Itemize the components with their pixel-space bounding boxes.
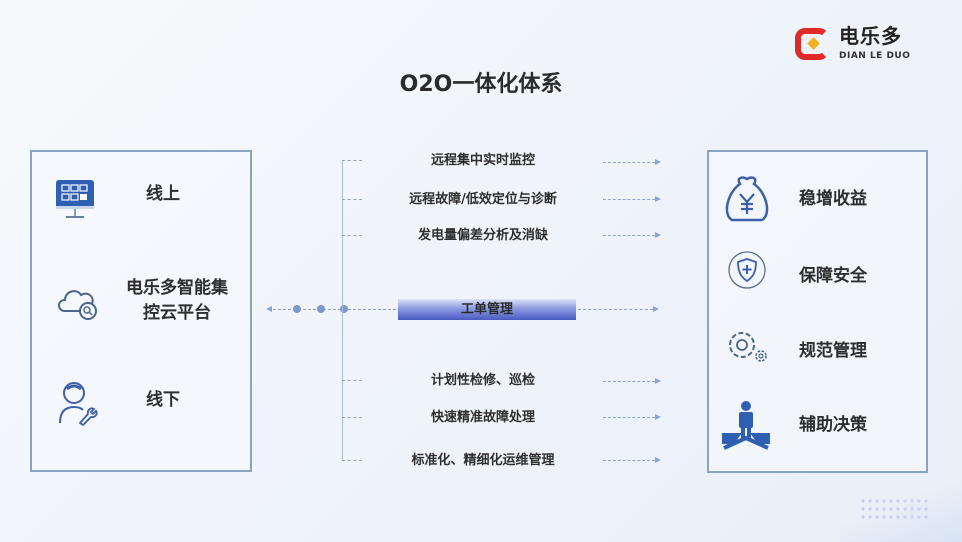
- arrow-right: [603, 378, 661, 384]
- pattern-dot: [868, 515, 872, 519]
- center-item: 快速精准故障处理: [430, 410, 535, 425]
- tree-branch: [342, 417, 362, 418]
- pattern-dot: [882, 515, 886, 519]
- pattern-dot: [924, 507, 928, 511]
- pattern-dot: [903, 507, 907, 511]
- pattern-dot: [896, 507, 900, 511]
- platform-label-line1: 电乐多智能集: [126, 278, 228, 298]
- dot-pattern-decoration: [861, 499, 928, 519]
- pattern-dot: [924, 499, 928, 503]
- arrow-right: [603, 414, 661, 420]
- shield-plus-icon: [728, 251, 766, 289]
- right-item: 稳增收益: [799, 189, 867, 209]
- pattern-dot: [889, 507, 893, 511]
- pattern-dot: [889, 499, 893, 503]
- pattern-dot: [896, 515, 900, 519]
- pattern-dot: [861, 515, 865, 519]
- tree-trunk: [342, 160, 343, 460]
- center-item: 计划性检修、巡检: [430, 373, 535, 388]
- pattern-dot: [917, 499, 921, 503]
- connector-dot: [317, 305, 325, 313]
- back-arrow-line: [268, 309, 396, 310]
- pattern-dot: [903, 515, 907, 519]
- connector-dot: [293, 305, 301, 313]
- center-item: 发电量偏差分析及消缺: [417, 228, 548, 243]
- money-bag-icon: [725, 176, 769, 222]
- pattern-dot: [861, 499, 865, 503]
- right-item: 保障安全: [799, 266, 867, 286]
- tree-branch: [342, 235, 362, 236]
- monitor-icon: [56, 180, 94, 218]
- arrow-right: [578, 306, 659, 312]
- arrow-right: [603, 457, 661, 463]
- tree-branch: [342, 460, 362, 461]
- pattern-dot: [882, 507, 886, 511]
- center-item: 标准化、精细化运维管理: [411, 453, 555, 468]
- pattern-dot: [917, 515, 921, 519]
- arrow-right: [603, 196, 661, 202]
- arrow-right: [603, 232, 661, 238]
- online-label: 线上: [146, 184, 180, 204]
- logo-cn: 电乐多: [839, 24, 902, 48]
- engineer-wrench-icon: [59, 382, 98, 427]
- work-order-bar: 工单管理: [398, 299, 576, 320]
- pattern-dot: [903, 499, 907, 503]
- pattern-dot: [861, 507, 865, 511]
- pattern-dot: [910, 515, 914, 519]
- pattern-dot: [889, 515, 893, 519]
- pattern-dot: [910, 507, 914, 511]
- pattern-dot: [868, 507, 872, 511]
- gears-icon: [729, 332, 767, 362]
- pattern-dot: [917, 507, 921, 511]
- pattern-dot: [924, 515, 928, 519]
- pattern-dot: [875, 515, 879, 519]
- pattern-dot: [875, 507, 879, 511]
- right-item: 辅助决策: [799, 415, 867, 435]
- center-item: 远程故障/低效定位与诊断: [409, 192, 557, 207]
- tree-branch: [342, 380, 362, 381]
- offline-label: 线下: [146, 390, 180, 410]
- cloud-search-icon: [58, 290, 97, 320]
- connector-dot: [340, 305, 348, 313]
- platform-label: 电乐多智能集 控云平台: [114, 276, 240, 326]
- logo-en: DIAN LE DUO: [839, 51, 911, 61]
- tree-branch: [342, 199, 362, 200]
- pattern-dot: [875, 499, 879, 503]
- page-title: O2O一体化体系: [399, 72, 563, 97]
- pattern-dot: [910, 499, 914, 503]
- tree-branch: [342, 160, 362, 161]
- back-arrow-head-icon: [266, 306, 272, 312]
- right-item: 规范管理: [799, 341, 867, 361]
- pattern-dot: [882, 499, 886, 503]
- pattern-dot: [868, 499, 872, 503]
- platform-label-line2: 控云平台: [143, 303, 211, 323]
- pattern-dot: [896, 499, 900, 503]
- decision-person-icon: [722, 401, 770, 450]
- arrow-right: [603, 159, 661, 165]
- logo: 电乐多 DIAN LE DUO: [795, 24, 930, 64]
- center-item: 远程集中实时监控: [430, 153, 535, 168]
- logo-mark-icon: [795, 28, 829, 60]
